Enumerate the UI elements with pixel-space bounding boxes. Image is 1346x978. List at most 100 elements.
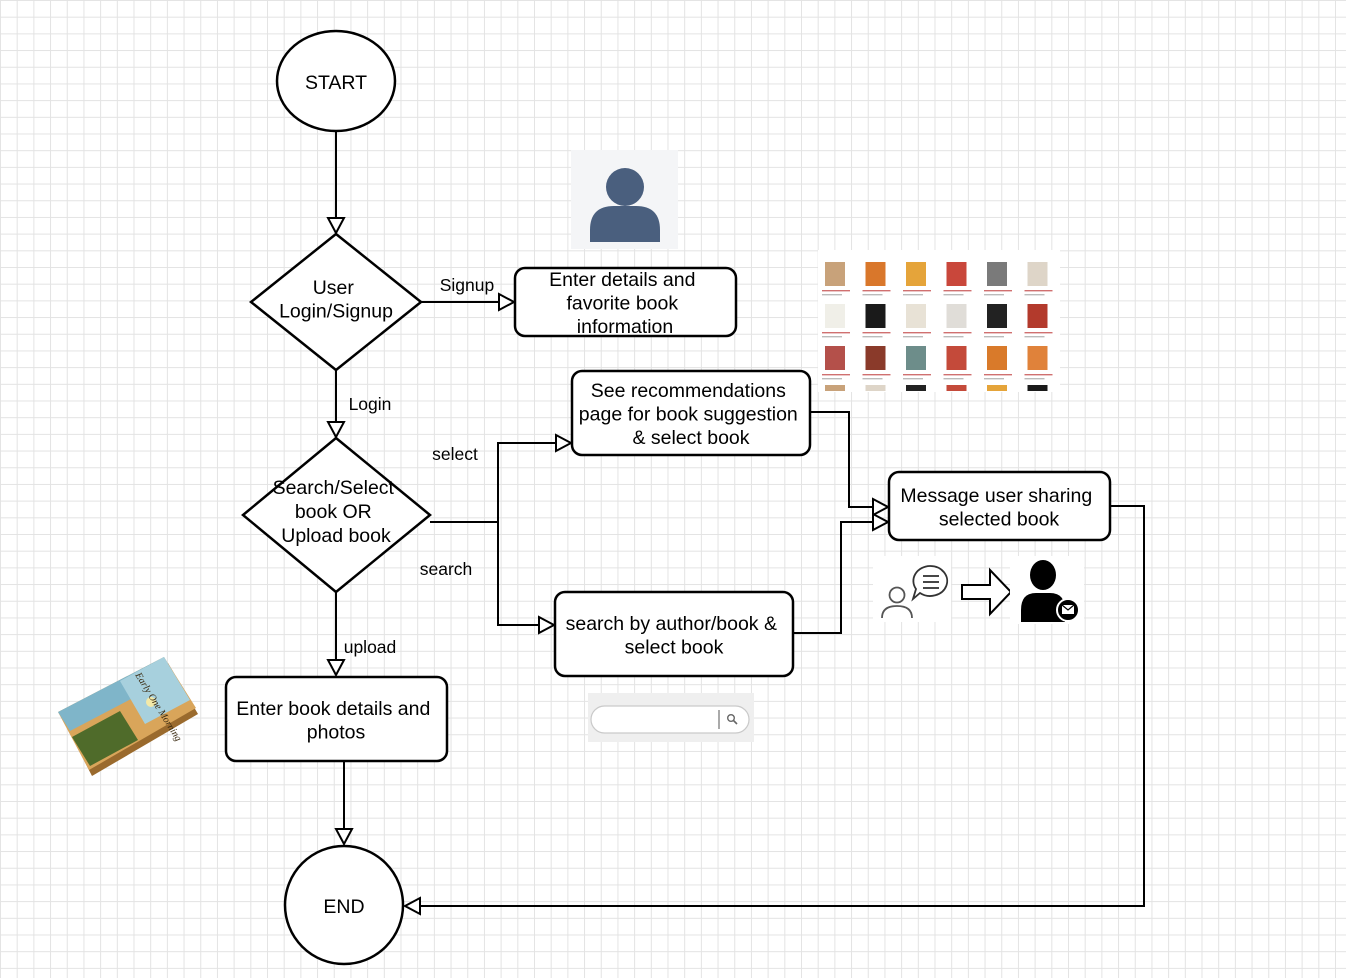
book-thumbnail-caption xyxy=(903,374,931,376)
svg-text:search by author/book &: search by author/book & select book xyxy=(566,613,783,659)
search-decision-line-2: book OR xyxy=(295,501,372,523)
book-thumbnail-caption xyxy=(862,332,891,334)
book-grid-image xyxy=(818,250,1060,392)
book-thumbnail-caption xyxy=(862,378,883,380)
book-thumbnail xyxy=(946,346,967,370)
book-thumbnail-caption xyxy=(1024,374,1053,376)
message-user-box: Message user sharing selected book xyxy=(887,470,1112,542)
search-author-line-1: search by author/book & xyxy=(566,613,777,635)
user-avatar-icon xyxy=(571,150,678,249)
book-thumbnail xyxy=(825,385,845,391)
book-thumbnail xyxy=(865,385,886,391)
book-thumbnail-caption xyxy=(1024,336,1045,338)
book-thumbnail-caption xyxy=(862,374,891,376)
book-thumbnail-caption xyxy=(984,332,1012,334)
book-thumbnail-caption xyxy=(822,336,842,338)
edge-search-message xyxy=(793,521,873,634)
book-thumbnail xyxy=(946,262,967,286)
arrowhead-start-login xyxy=(326,217,346,236)
book-thumbnail-caption xyxy=(822,332,850,334)
book-thumbnail xyxy=(1027,304,1048,328)
book-thumbnail xyxy=(865,304,886,328)
book-thumbnail-caption xyxy=(822,290,850,292)
book-thumbnail xyxy=(906,385,926,391)
recommendations-line-1: See recommendations xyxy=(591,380,786,402)
book-thumbnail xyxy=(825,304,845,328)
book-thumbnail-caption xyxy=(903,332,931,334)
book-thumbnail-caption xyxy=(984,336,1004,338)
book-thumbnail xyxy=(946,385,967,391)
arrowhead-search xyxy=(538,615,557,635)
book-thumbnail-caption xyxy=(943,374,972,376)
book-thumbnail-caption xyxy=(822,378,842,380)
book-thumbnail xyxy=(946,304,967,328)
search-author-line-2: select book xyxy=(625,637,724,659)
book-thumbnail-caption xyxy=(984,294,1004,296)
arrowhead-message-end xyxy=(402,896,421,916)
book-thumbnail-caption xyxy=(943,332,972,334)
edge-labels: Signup Login select search upload xyxy=(344,275,495,657)
book-thumbnail-caption xyxy=(984,374,1012,376)
book-thumbnail xyxy=(1027,385,1048,391)
search-author-box: search by author/book & select book xyxy=(553,590,795,678)
book-thumbnail-caption xyxy=(1024,332,1053,334)
book-thumbnail xyxy=(906,346,926,370)
edge-select xyxy=(497,442,556,522)
arrowhead-upload xyxy=(326,659,346,678)
book-thumbnail xyxy=(865,262,886,286)
message-user-line-1: Message user sharing xyxy=(900,485,1092,507)
book-thumbnail xyxy=(865,346,886,370)
book-thumbnail-caption xyxy=(822,374,850,376)
start-node: START xyxy=(275,29,397,133)
book-thumbnail-caption xyxy=(903,378,923,380)
book-thumbnail xyxy=(906,262,926,286)
book-thumbnail xyxy=(987,346,1007,370)
edges xyxy=(326,132,1145,916)
upload-edge-label: upload xyxy=(344,637,397,657)
book-thumbnail-caption xyxy=(1024,290,1053,292)
start-label: START xyxy=(305,72,367,94)
book-thumbnail xyxy=(1027,346,1048,370)
search-decision-line-1: Search/Select xyxy=(273,477,395,499)
book-thumbnail-caption xyxy=(862,294,883,296)
recommendations-line-2: page for book suggestion xyxy=(579,404,798,426)
signup-details-line-3: information xyxy=(577,316,673,338)
svg-text:Enter details and favori: Enter details and favorite book informat… xyxy=(549,269,701,338)
arrowhead-upload-end xyxy=(334,828,354,847)
end-node: END xyxy=(283,844,405,966)
edge-search xyxy=(497,522,539,626)
chat-bubble-icon xyxy=(911,565,949,602)
person-outline-icon xyxy=(881,586,913,619)
book-thumbnail xyxy=(1027,262,1048,286)
book-thumbnail-caption xyxy=(903,336,923,338)
arrow-right-icon xyxy=(961,567,1013,617)
svg-text:Message user sharing sel: Message user sharing selected book xyxy=(900,485,1097,531)
search-edge-label: search xyxy=(420,559,473,579)
book-thumbnail-caption xyxy=(1024,294,1045,296)
select-edge-label: select xyxy=(432,444,478,464)
book-thumbnail xyxy=(825,346,845,370)
search-select-upload-decision: Search/Select book OR Upload book xyxy=(241,436,432,594)
book-thumbnail xyxy=(825,262,845,286)
upload-details-line-1: Enter book details and xyxy=(236,698,430,720)
recommendations-box: See recommendations page for book sugges… xyxy=(570,369,812,457)
login-signup-decision: User Login/Signup xyxy=(248,232,424,372)
book-thumbnail xyxy=(987,304,1007,328)
signup-details-line-2: favorite book xyxy=(566,293,678,315)
svg-text:Enter book details and p: Enter book details and photos xyxy=(236,698,435,744)
book-thumbnail xyxy=(987,262,1007,286)
user-mail-icon xyxy=(1010,556,1084,624)
arrowhead-signup xyxy=(498,292,517,312)
book-thumbnail-caption xyxy=(1024,378,1045,380)
login-decision-line-2: Login/Signup xyxy=(279,301,393,323)
signup-edge-label: Signup xyxy=(440,275,495,295)
search-decision-line-3: Upload book xyxy=(281,525,391,547)
book-cover-image: Early One Morning xyxy=(58,657,198,776)
book-thumbnail-caption xyxy=(822,294,842,296)
upload-details-box: Enter book details and photos xyxy=(224,675,449,763)
svg-text:User Login/Signup: User Login/Signup xyxy=(279,277,393,323)
recommendations-line-3: & select book xyxy=(632,427,749,449)
book-thumbnail-caption xyxy=(862,336,883,338)
edge-recommendations-message xyxy=(809,411,873,508)
